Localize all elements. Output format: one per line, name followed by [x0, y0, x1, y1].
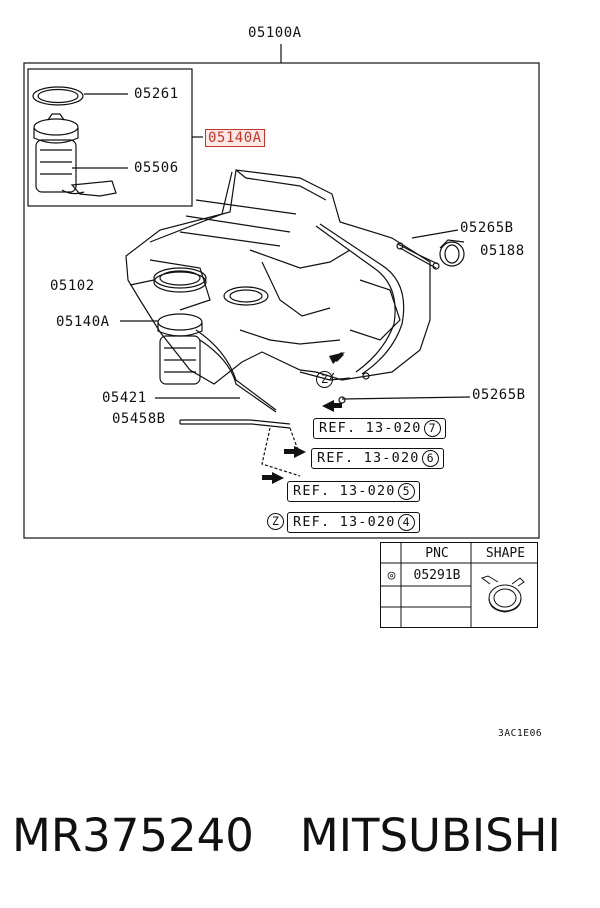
callout-05458b: 05458B: [112, 411, 166, 427]
ref-text: REF. 13-020: [293, 514, 396, 530]
pnc-header: PNC: [425, 546, 449, 561]
brand-name: MITSUBISHI: [299, 809, 561, 862]
row-pnc[interactable]: 05291B: [413, 568, 461, 583]
callout-05506: 05506: [134, 160, 179, 176]
ref-text: REF. 13-020: [293, 483, 396, 499]
footer-title: MR375240 MITSUBISHI: [12, 808, 561, 864]
assembly-label: 05100A: [248, 25, 302, 41]
row-symbol: ◎: [387, 568, 396, 583]
callout-05188: 05188: [480, 243, 525, 259]
parts-table: PNC SHAPE ◎ 05291B: [380, 542, 538, 628]
ref-number: 6: [421, 450, 439, 467]
ref-number: 4: [397, 514, 415, 531]
ref-text: REF. 13-020: [317, 450, 420, 466]
callout-05102: 05102: [50, 278, 95, 294]
z-marker: Z: [267, 513, 284, 530]
callout-05421: 05421: [102, 390, 147, 406]
callout-05265b-top: 05265B: [460, 220, 514, 236]
z-marker: Z: [316, 371, 333, 388]
callout-05140a: 05140A: [56, 314, 110, 330]
fuel-tank-outline: [125, 169, 431, 385]
ref-number: 7: [423, 420, 441, 437]
callout-05265b-bottom: 05265B: [472, 387, 526, 403]
ref-number: 5: [397, 483, 415, 500]
shape-header: SHAPE: [485, 546, 526, 561]
part-number: MR375240: [12, 809, 254, 862]
callout-05261: 05261: [134, 86, 179, 102]
ref-text: REF. 13-020: [319, 420, 422, 436]
diagram-code: 3AC1E06: [498, 728, 543, 739]
callout-05140a-highlighted[interactable]: 05140A: [205, 129, 265, 147]
